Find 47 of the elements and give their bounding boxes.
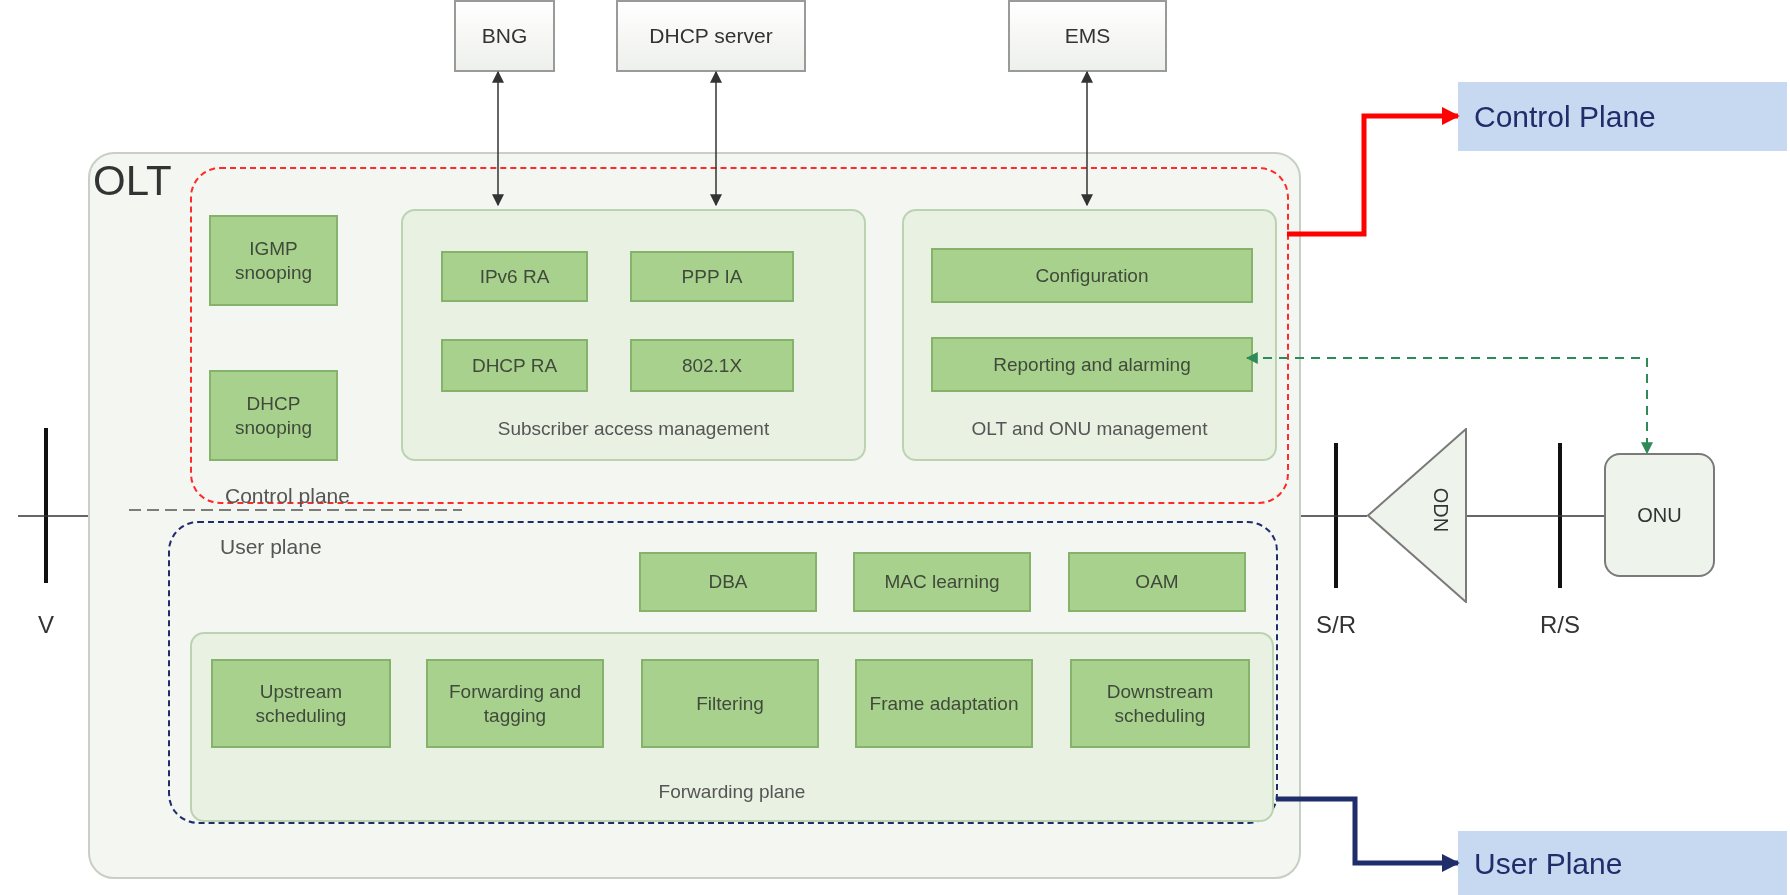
function-box: OAM <box>1068 552 1246 612</box>
function-box: Forwarding and tagging <box>426 659 604 748</box>
arrow <box>1276 796 1460 872</box>
plane-label-box: User Plane <box>1458 831 1787 895</box>
external-server-box: EMS <box>1008 0 1167 72</box>
odn-triangle <box>1367 428 1467 603</box>
function-box: PPP IA <box>630 251 794 302</box>
arrow <box>1287 107 1460 237</box>
function-box: DHCP RA <box>441 339 588 392</box>
function-box: IGMP snooping <box>209 215 338 306</box>
group-title: OLT <box>93 160 172 202</box>
reference-point-label: V <box>38 613 54 637</box>
external-server-box: DHCP server <box>616 0 806 72</box>
connector-line <box>17 515 89 517</box>
arrow <box>710 70 722 207</box>
function-group <box>401 209 866 461</box>
function-box: Reporting and alarming <box>931 337 1253 392</box>
function-box: 802.1X <box>630 339 794 392</box>
group-title: Subscriber access management <box>496 416 771 441</box>
function-group <box>190 632 1274 822</box>
group-title: OLT and ONU management <box>970 416 1209 441</box>
function-box: Configuration <box>931 248 1253 303</box>
external-server-box: BNG <box>454 0 555 72</box>
function-box: IPv6 RA <box>441 251 588 302</box>
function-box: Downstream scheduling <box>1070 659 1250 748</box>
olt-frame <box>88 152 1301 879</box>
group-title: User plane <box>220 534 322 560</box>
node-label: ODN <box>1431 487 1452 533</box>
connector-line <box>1466 515 1605 517</box>
function-box: DBA <box>639 552 817 612</box>
user-plane-region <box>168 521 1278 824</box>
connector-line <box>1300 515 1368 517</box>
function-box: Filtering <box>641 659 819 748</box>
function-box: Upstream scheduling <box>211 659 391 748</box>
function-box: DHCP snooping <box>209 370 338 461</box>
arrow <box>492 70 504 207</box>
arrow <box>1081 70 1093 207</box>
function-box: Frame adaptation <box>855 659 1033 748</box>
group-title: Control plane <box>225 485 350 506</box>
function-box: MAC learning <box>853 552 1031 612</box>
onu-box: ONU <box>1604 453 1715 577</box>
arrow <box>1245 352 1653 455</box>
reference-point-label: S/R <box>1316 613 1356 637</box>
function-group <box>902 209 1277 461</box>
plane-label-box: Control Plane <box>1458 82 1787 151</box>
reference-point-label: R/S <box>1540 613 1580 637</box>
group-title: Forwarding plane <box>657 779 807 804</box>
